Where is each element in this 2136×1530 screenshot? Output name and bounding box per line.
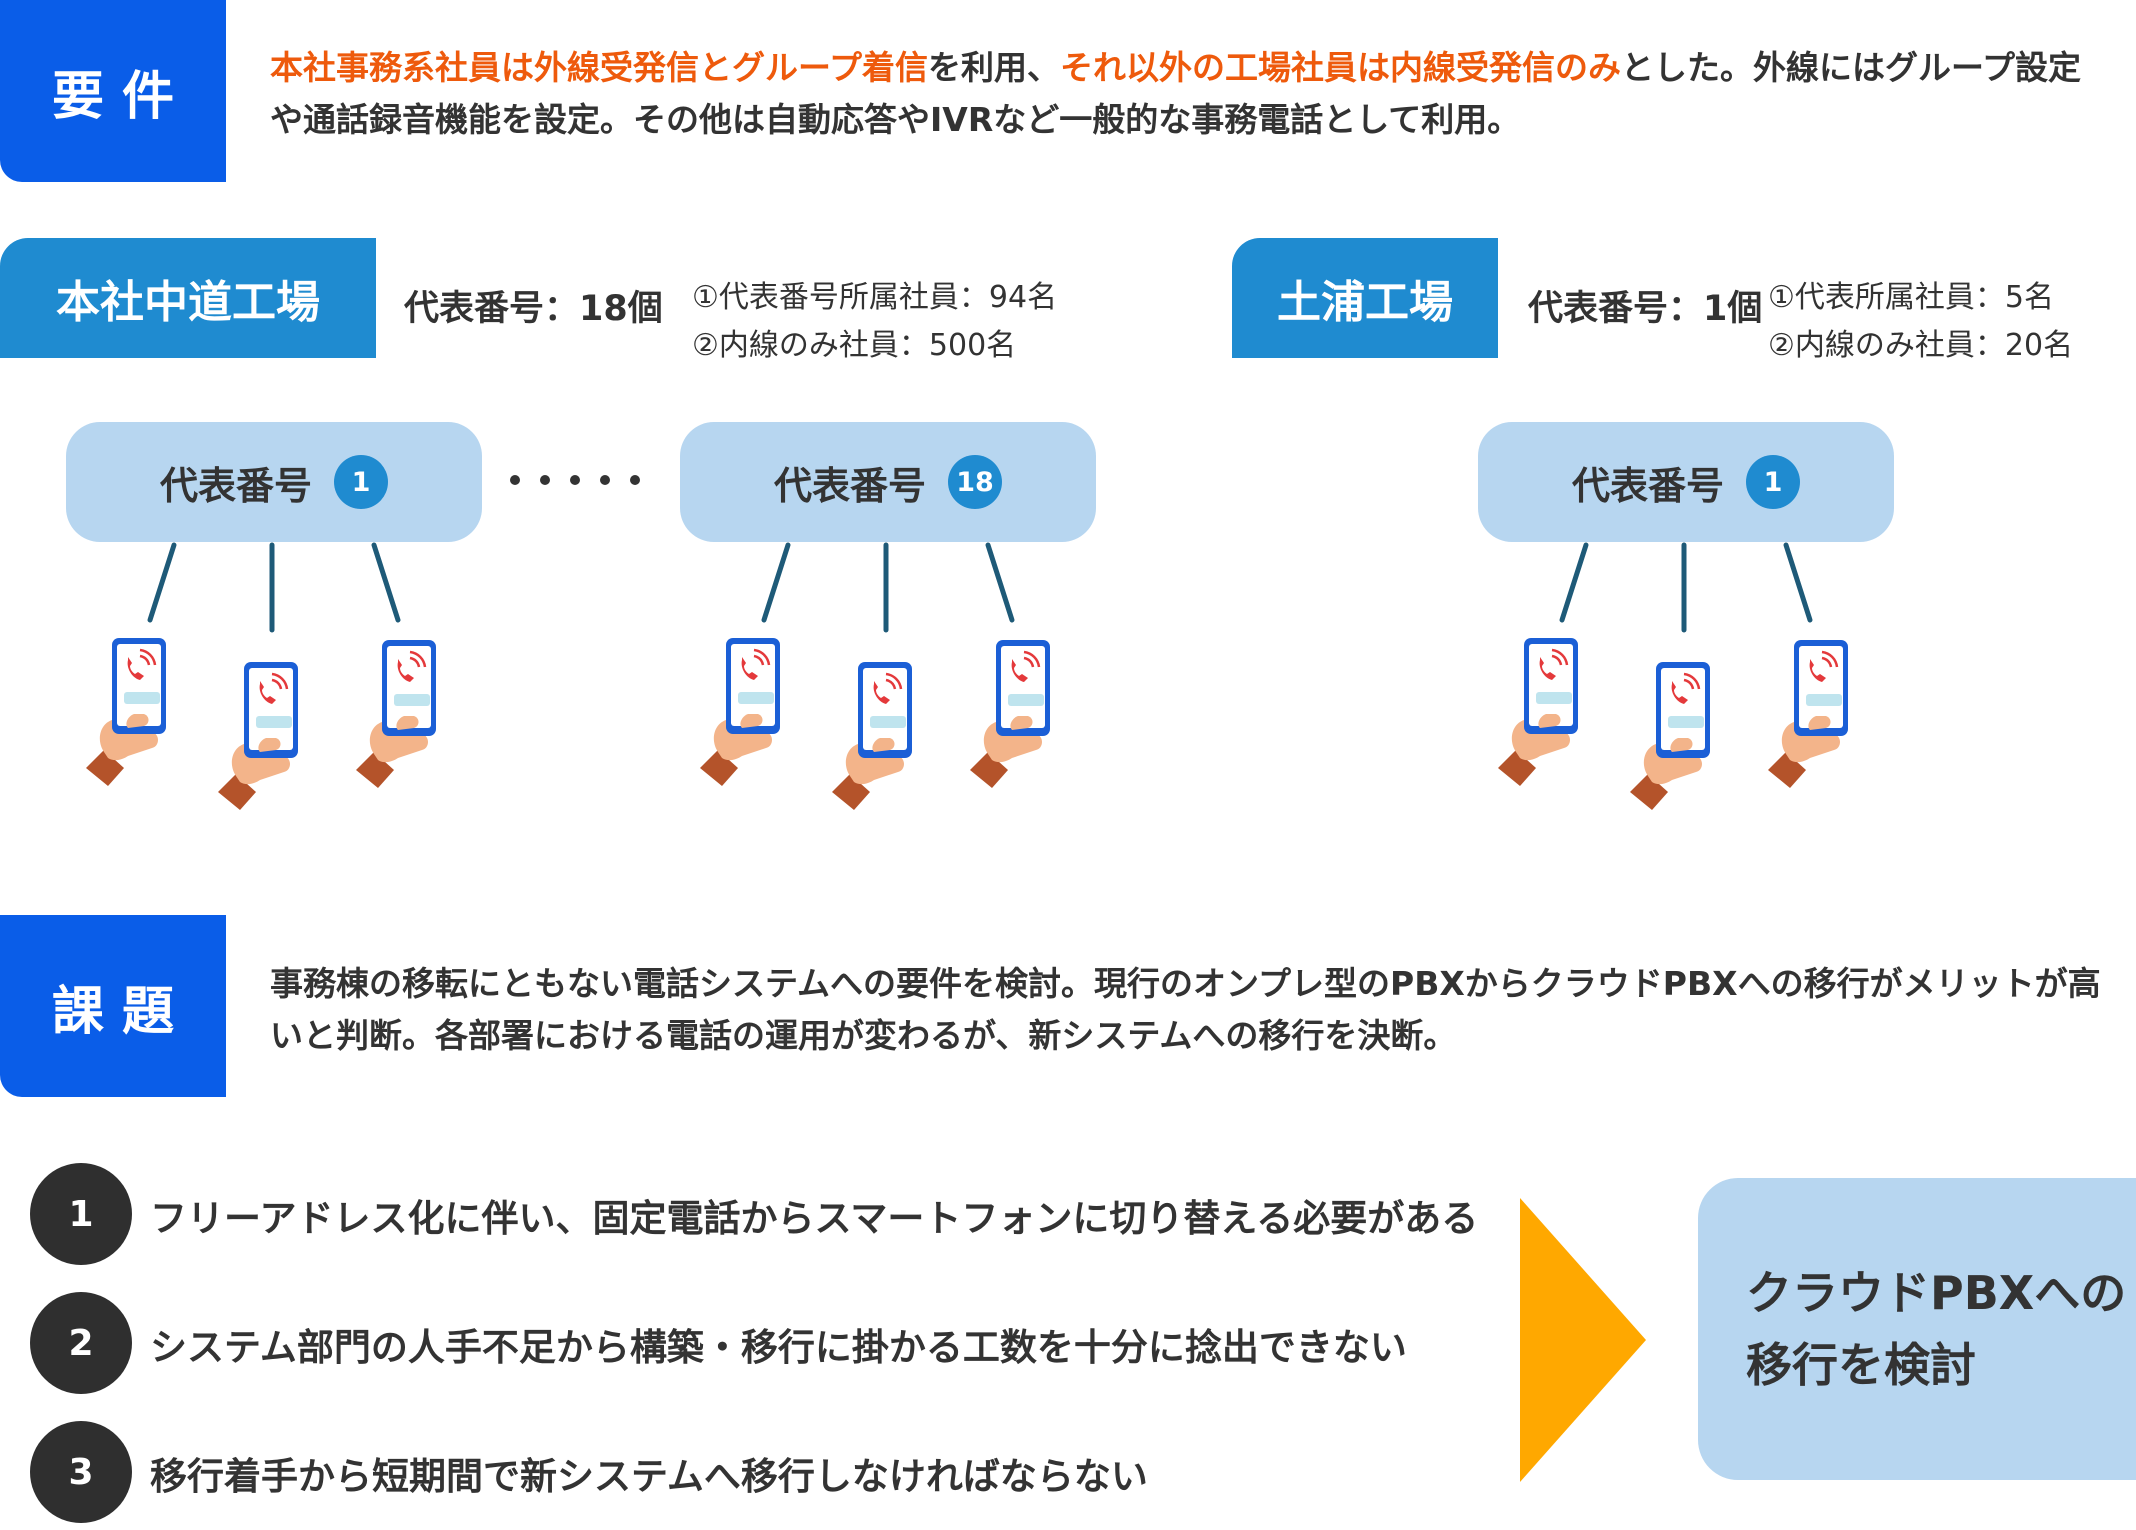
site-info-line: ②内線のみ社員：500名 bbox=[692, 328, 1017, 363]
issue-number-1: 1 bbox=[30, 1163, 132, 1265]
rep-number-group-tsuchiura: 代表番号 1 bbox=[1478, 422, 1894, 542]
site-info-tsuchiura: ①代表所属社員：5名 ②内線のみ社員：20名 bbox=[1768, 274, 2073, 370]
phone-in-hand-icon bbox=[1622, 652, 1742, 812]
phone-in-hand-icon bbox=[78, 628, 198, 788]
phone-in-hand-icon bbox=[210, 652, 330, 812]
group-label: 代表番号 bbox=[159, 463, 312, 508]
site-rep-count-tsuchiura: 代表番号：1個 bbox=[1528, 289, 1763, 329]
issue-text: 事務棟の移転にともない電話システムへの要件を検討。現行のオンプレ型のPBXからク… bbox=[270, 964, 2101, 1055]
site-info-line: ①代表所属社員：5名 bbox=[1768, 280, 2054, 315]
group-label: 代表番号 bbox=[773, 463, 926, 508]
site-name-honsha: 本社中道工場 bbox=[0, 238, 376, 358]
requirements-text-1: を利用、 bbox=[928, 48, 1061, 87]
rep-number-group-1: 代表番号 1 bbox=[66, 422, 482, 542]
phone-in-hand-icon bbox=[348, 630, 468, 790]
requirements-text: 本社事務系社員は外線受発信とグループ着信を利用、それ以外の工場社員は内線受発信の… bbox=[270, 42, 2110, 146]
ellipsis-dots bbox=[510, 475, 640, 485]
rep-number-group-18: 代表番号 18 bbox=[680, 422, 1096, 542]
issue-item-3: 移行着手から短期間で新システムへ移行しなければならない bbox=[150, 1455, 1148, 1498]
issue-number-3: 3 bbox=[30, 1421, 132, 1523]
issue-item-1: フリーアドレス化に伴い、固定電話からスマートフォンに切り替える必要がある bbox=[150, 1197, 1479, 1240]
requirements-highlight-1: 本社事務系社員は外線受発信とグループ着信 bbox=[270, 48, 929, 87]
phone-in-hand-icon bbox=[1490, 628, 1610, 788]
group-badge: 1 bbox=[1746, 455, 1800, 509]
result-line-2: 移行を検討 bbox=[1746, 1338, 1976, 1392]
result-box: クラウドPBXへの 移行を検討 bbox=[1698, 1178, 2136, 1480]
requirements-highlight-2: それ以外の工場社員は内線受発信のみ bbox=[1060, 48, 1622, 87]
arrow-right-icon bbox=[1520, 1198, 1646, 1482]
site-info-line: ①代表番号所属社員：94名 bbox=[692, 280, 1058, 315]
group-badge: 1 bbox=[334, 455, 388, 509]
site-info-honsha: ①代表番号所属社員：94名 ②内線のみ社員：500名 bbox=[692, 274, 1057, 370]
phone-in-hand-icon bbox=[1760, 630, 1880, 790]
issue-tag: 課題 bbox=[0, 915, 226, 1097]
requirements-tag: 要件 bbox=[0, 0, 226, 182]
connector-lines bbox=[147, 542, 1813, 633]
site-name-tsuchiura: 土浦工場 bbox=[1232, 238, 1498, 358]
requirements-text-2: とした。外線にはグループ設定や通話録音機能を設定。その他は自動応答やIVRなど一… bbox=[270, 48, 2082, 139]
site-rep-count-honsha: 代表番号：18個 bbox=[404, 289, 663, 329]
group-label: 代表番号 bbox=[1571, 463, 1724, 508]
result-line-1: クラウドPBXへの bbox=[1746, 1266, 2127, 1320]
issue-number-2: 2 bbox=[30, 1292, 132, 1394]
phone-in-hand-icon bbox=[962, 630, 1082, 790]
phone-in-hand-icon bbox=[824, 652, 944, 812]
issue-item-2: システム部門の人手不足から構築・移行に掛かる工数を十分に捻出できない bbox=[150, 1326, 1407, 1369]
group-badge: 18 bbox=[948, 455, 1002, 509]
phone-in-hand-icon bbox=[692, 628, 812, 788]
site-info-line: ②内線のみ社員：20名 bbox=[1768, 328, 2074, 363]
